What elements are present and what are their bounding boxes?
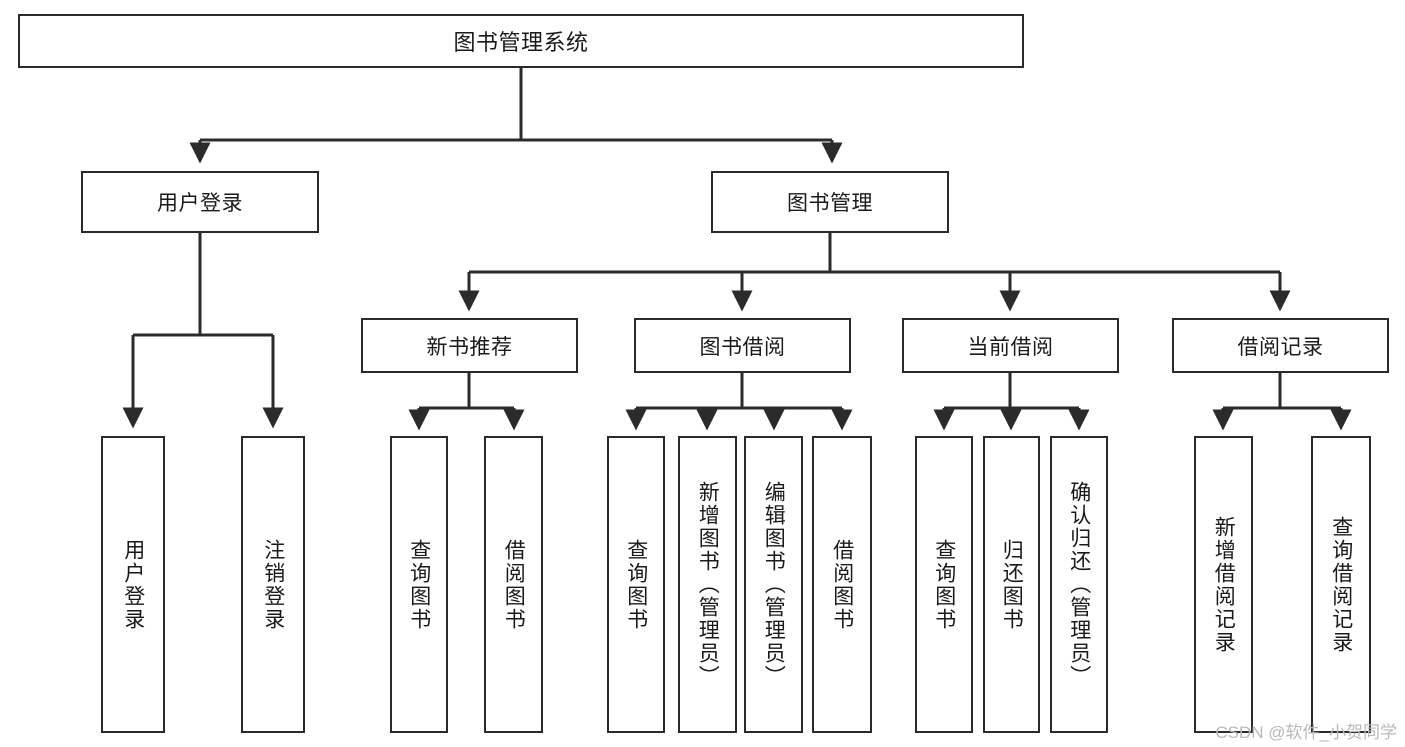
leaf-logout[interactable]: 注销登录 [241, 436, 305, 733]
node-current-borrow[interactable]: 当前借阅 [902, 318, 1119, 373]
node-new-book-recommend[interactable]: 新书推荐 [361, 318, 578, 373]
leaf-borrow-book[interactable]: 借阅图书 [812, 436, 872, 733]
edge-current-to-leaves [933, 373, 1090, 431]
edge-record-to-leaves [1212, 373, 1352, 431]
edge-userlogin-to-leaves [122, 233, 284, 429]
node-book-borrow[interactable]: 图书借阅 [634, 318, 851, 373]
leaf-edit-book-admin[interactable]: 编辑图书（管理员） [744, 436, 803, 733]
leaf-add-borrow-record[interactable]: 新增借阅记录 [1194, 436, 1253, 733]
node-root-system[interactable]: 图书管理系统 [18, 14, 1024, 68]
leaf-user-login[interactable]: 用户登录 [101, 436, 165, 733]
edge-bookmgmt-to-level2 [458, 233, 1291, 312]
leaf-add-book-admin[interactable]: 新增图书（管理员） [678, 436, 737, 733]
leaf-query-book-newbook[interactable]: 查询图书 [390, 436, 448, 733]
leaf-borrow-book-newbook[interactable]: 借阅图书 [484, 436, 543, 733]
edge-newbook-to-leaves [408, 373, 525, 431]
leaf-query-book-current[interactable]: 查询图书 [915, 436, 973, 733]
leaf-return-book[interactable]: 归还图书 [983, 436, 1040, 733]
edge-root-to-level1 [189, 68, 843, 164]
node-book-management[interactable]: 图书管理 [711, 171, 949, 233]
node-borrow-record[interactable]: 借阅记录 [1172, 318, 1389, 373]
leaf-query-book-borrow[interactable]: 查询图书 [607, 436, 665, 733]
edge-borrow-to-leaves [625, 373, 853, 431]
node-user-login[interactable]: 用户登录 [81, 171, 319, 233]
leaf-query-borrow-record[interactable]: 查询借阅记录 [1311, 436, 1371, 733]
csdn-watermark: CSDN @软件_小贺同学 [1215, 723, 1397, 742]
leaf-confirm-return-admin[interactable]: 确认归还（管理员） [1050, 436, 1108, 733]
